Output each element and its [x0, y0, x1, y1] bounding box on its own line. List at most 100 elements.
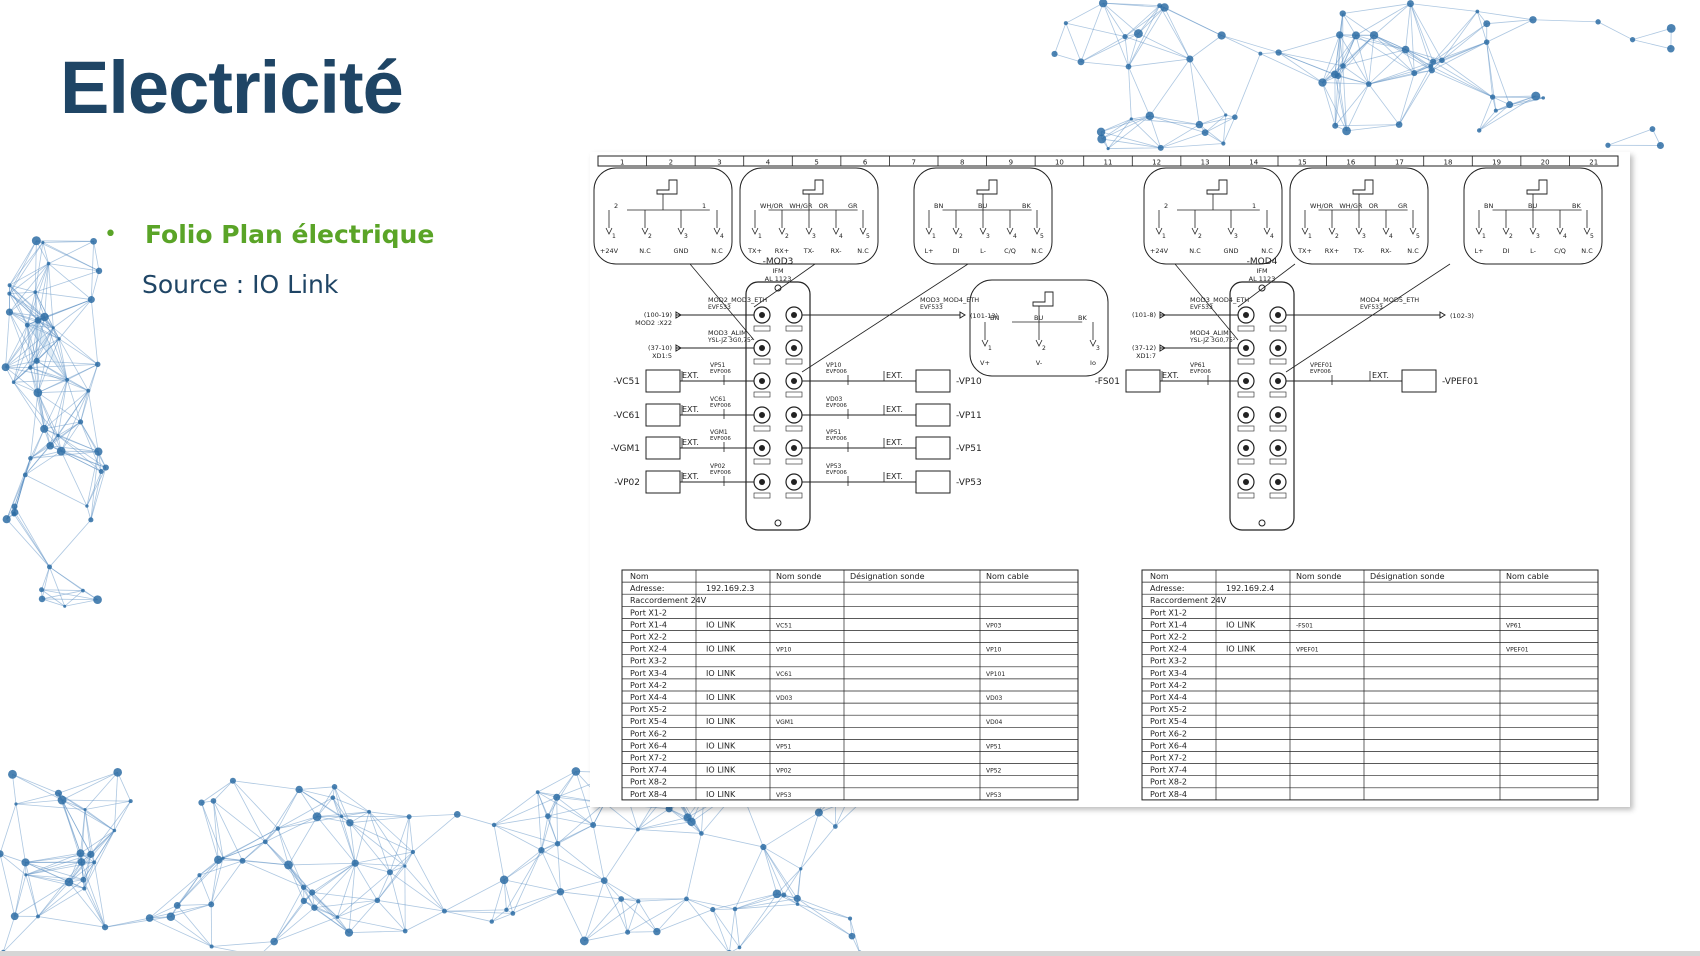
wire-color-label: BK	[1078, 314, 1087, 322]
network-link	[603, 880, 628, 933]
device-box	[915, 369, 951, 393]
network-node	[1221, 141, 1226, 146]
network-link	[80, 421, 102, 472]
network-link	[1632, 27, 1672, 41]
device-box	[915, 436, 951, 460]
port-center-icon	[759, 445, 765, 451]
network-link	[1222, 114, 1227, 144]
table-cell: Port X3-4	[1150, 669, 1187, 678]
network-link	[627, 931, 657, 933]
device-box	[1125, 369, 1161, 393]
network-link	[14, 506, 50, 568]
network-node	[1157, 144, 1164, 151]
pin-label: N.C	[1261, 247, 1273, 255]
device-label: -VP51	[956, 444, 982, 454]
column-number: 15	[1298, 159, 1307, 167]
network-link	[0, 853, 16, 917]
network-link	[1159, 5, 1222, 36]
network-link	[37, 263, 49, 321]
pin-label: N.C	[1407, 247, 1419, 255]
pin-number: 1	[932, 233, 936, 240]
network-link	[27, 324, 54, 329]
table-cell: Port X2-4	[1150, 645, 1187, 654]
table-cell: Port X1-2	[630, 608, 667, 617]
cable-label: EVF006	[1310, 369, 1331, 375]
network-node	[491, 822, 497, 828]
ref-label: (100-19)	[644, 311, 672, 319]
network-node	[87, 850, 95, 858]
network-link	[1160, 132, 1206, 149]
network-link	[44, 316, 68, 380]
pin-arrow-icon	[1035, 339, 1043, 347]
network-link	[36, 360, 98, 365]
network-link	[1159, 5, 1191, 60]
table-cell: Adresse:	[630, 584, 664, 593]
network-link	[48, 263, 92, 300]
network-link	[37, 327, 54, 393]
network-node	[47, 564, 52, 570]
network-link	[556, 797, 558, 844]
network-link	[1339, 34, 1370, 85]
network-link	[637, 821, 692, 830]
network-node	[300, 884, 307, 890]
pin-number: 4	[839, 233, 843, 240]
wire-color-label: WH/OR	[1310, 202, 1334, 210]
network-node	[1483, 39, 1490, 45]
network-link	[377, 900, 406, 932]
table-cell: Port X2-4	[630, 645, 667, 654]
network-link	[14, 881, 70, 917]
pin-arrow-icon	[925, 227, 933, 235]
network-link	[36, 360, 68, 381]
network-link	[311, 892, 350, 933]
network-link	[1368, 35, 1375, 85]
network-link	[149, 903, 212, 919]
pin-arrow-icon	[605, 227, 613, 235]
network-link	[9, 291, 36, 295]
table-cell: IO LINK	[1226, 620, 1256, 629]
network-node	[374, 897, 381, 904]
network-link	[739, 894, 785, 948]
network-link	[1189, 58, 1227, 116]
plug-icon	[656, 179, 678, 195]
network-node	[795, 902, 800, 906]
network-node	[77, 858, 86, 866]
network-link	[87, 390, 99, 452]
network-link	[15, 803, 86, 810]
port-center-icon	[791, 312, 797, 318]
cable-label: EVF006	[710, 369, 731, 375]
network-link	[277, 797, 334, 829]
network-link	[61, 450, 99, 453]
network-node	[198, 799, 205, 806]
network-node	[553, 793, 561, 801]
ref-label: (37-12)	[1132, 344, 1156, 352]
port-label-box	[753, 358, 771, 365]
network-link	[114, 800, 132, 831]
network-node	[406, 814, 412, 820]
column-number: 2	[669, 159, 673, 167]
network-node	[618, 896, 625, 902]
pin-arrow-icon	[1089, 339, 1097, 347]
network-node	[5, 308, 14, 316]
network-link	[1322, 34, 1341, 83]
network-link	[9, 284, 45, 318]
network-node	[635, 827, 640, 832]
port-label-box	[785, 325, 803, 332]
network-link	[201, 780, 234, 803]
ext-label: EXT.	[682, 405, 699, 414]
pin-arrow-icon	[751, 227, 759, 235]
source-text: Source : IO Link	[142, 270, 339, 299]
network-link	[584, 900, 639, 942]
network-link	[1373, 3, 1411, 36]
network-node	[535, 790, 540, 795]
network-link	[355, 862, 391, 873]
network-node	[499, 875, 509, 885]
network-link	[712, 893, 778, 910]
pin-label: C/Q	[1554, 247, 1566, 255]
network-link	[43, 390, 89, 430]
wire-color-label: GR	[1398, 202, 1408, 210]
port-label-box	[1237, 425, 1255, 432]
